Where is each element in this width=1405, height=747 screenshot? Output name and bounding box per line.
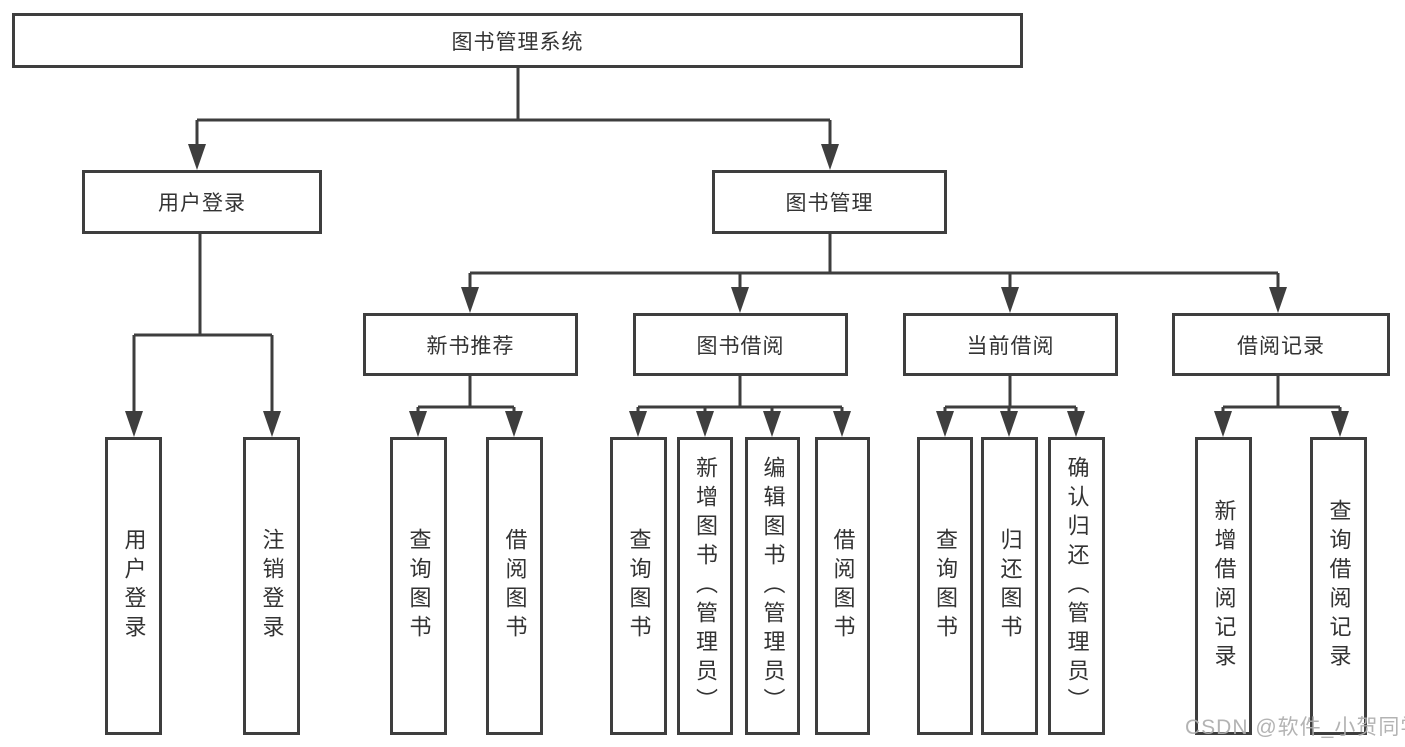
node-current-borrow: 当前借阅 [903, 313, 1118, 376]
leaf-borrow-books-recommend: 借阅图书 [486, 437, 543, 735]
leaf-confirm-return-admin: 确认归还（管理员） [1048, 437, 1105, 735]
leaf-query-borrow-record: 查询借阅记录 [1310, 437, 1367, 735]
leaf-query-books-current: 查询图书 [917, 437, 973, 735]
node-root: 图书管理系统 [12, 13, 1023, 68]
leaf-borrow-books: 借阅图书 [815, 437, 870, 735]
node-borrow-records: 借阅记录 [1172, 313, 1390, 376]
node-book-management: 图书管理 [712, 170, 947, 234]
leaf-edit-book-admin: 编辑图书（管理员） [745, 437, 800, 735]
node-user-login: 用户登录 [82, 170, 322, 234]
leaf-query-books-recommend: 查询图书 [390, 437, 447, 735]
leaf-user-login: 用户登录 [105, 437, 162, 735]
leaf-logout: 注销登录 [243, 437, 300, 735]
leaf-query-books-borrow: 查询图书 [610, 437, 667, 735]
leaf-return-book: 归还图书 [981, 437, 1038, 735]
leaf-add-book-admin: 新增图书（管理员） [677, 437, 733, 735]
leaf-add-borrow-record: 新增借阅记录 [1195, 437, 1252, 735]
node-new-book-recommend: 新书推荐 [363, 313, 578, 376]
node-book-borrow: 图书借阅 [633, 313, 848, 376]
csdn-watermark: CSDN @软件_小贺同学 [1185, 716, 1405, 739]
